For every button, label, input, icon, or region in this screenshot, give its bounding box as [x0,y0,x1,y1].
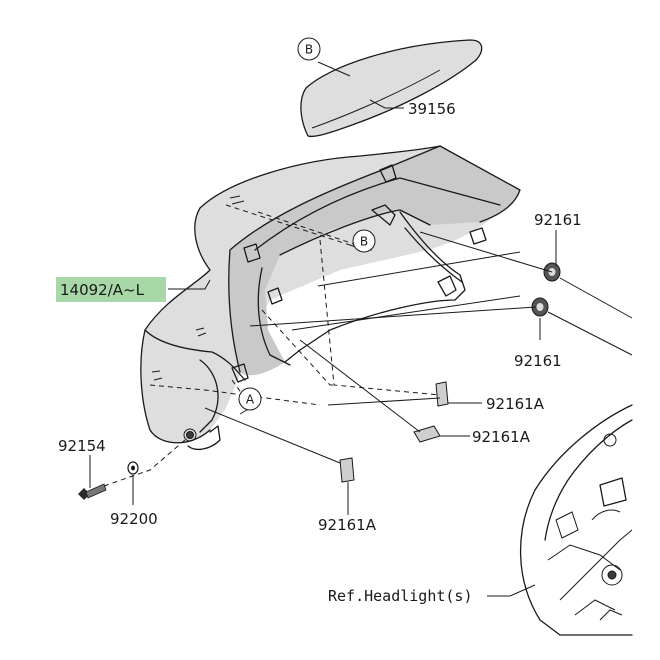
label-92154: 92154 [58,437,106,455]
label-39156: 39156 [408,100,456,118]
svg-text:A: A [246,393,255,407]
label-92161A-right-upper: 92161A [486,395,545,413]
label-92161-upper: 92161 [534,211,582,229]
headlight-reference [519,404,633,636]
clip-92161A-bottom [339,457,355,483]
svg-text:B: B [360,235,368,249]
label-92161A-bottom: 92161A [318,516,377,534]
clip-92161A-right-upper [435,381,449,407]
svg-text:B: B [305,43,313,57]
label-ref-headlight: Ref.Headlight(s) [328,587,473,605]
main-cowl-14092 [140,145,521,451]
callout-a: A [238,387,262,411]
screw-92154 [78,483,107,500]
washer-92200 [127,461,139,475]
grommet-92161-lower [531,297,549,317]
label-92161-lower: 92161 [514,352,562,370]
clip-92161A-right-lower [413,425,441,443]
label-92200: 92200 [110,510,158,528]
callout-b-top: B [297,37,321,61]
callout-b-mid: B [352,229,376,253]
part-14092-highlight [56,277,166,302]
label-14092: 14092/A~L [60,281,145,299]
upper-cover-39156 [300,39,483,138]
label-92161A-right-lower: 92161A [472,428,531,446]
